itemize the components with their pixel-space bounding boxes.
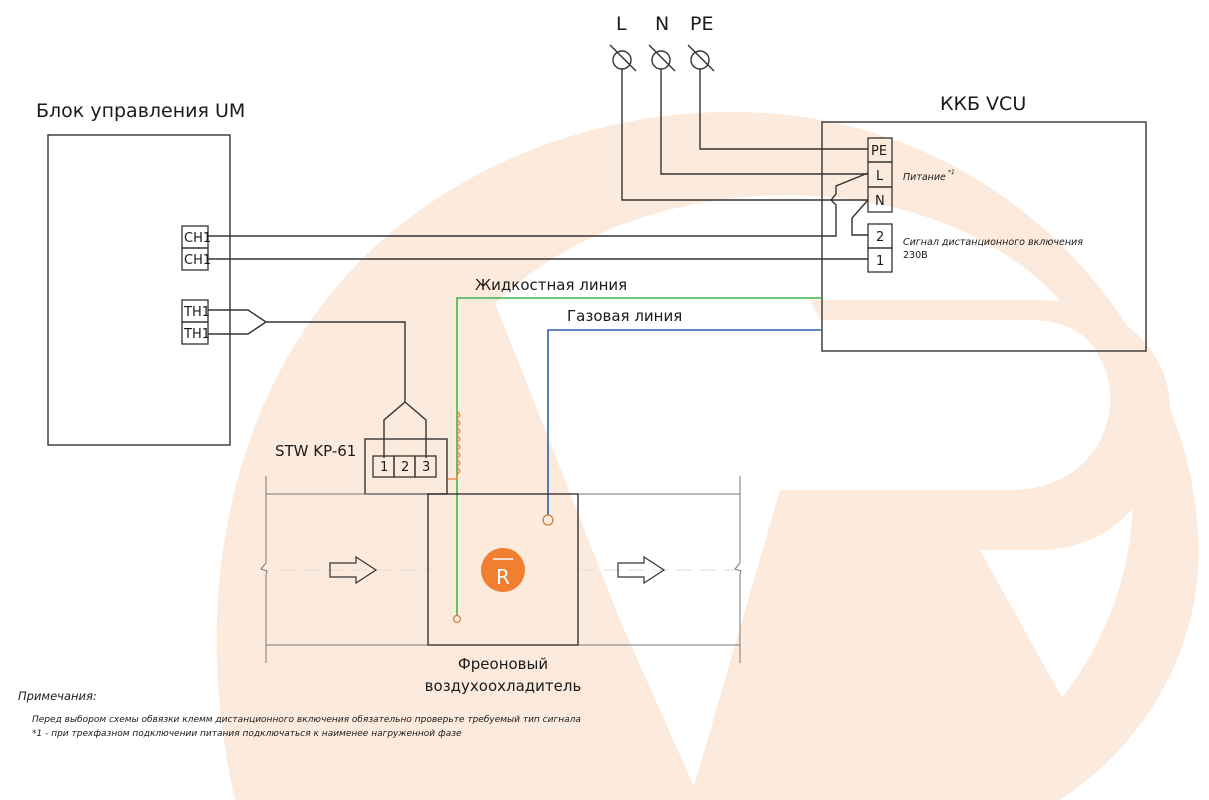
- brand-badge-icon: R: [481, 548, 525, 592]
- airflow-in-arrow-icon: [329, 555, 378, 585]
- power-wires: [621, 69, 868, 201]
- note-item-2: *1 - при трехфазном подключении питания …: [32, 729, 462, 739]
- watermark-v-left: [300, 290, 700, 800]
- terminal-th1-b-label: TH1: [183, 327, 210, 342]
- liquid-connection-port: [452, 614, 462, 624]
- vcu-terminals: PE L N 2 1: [867, 137, 893, 273]
- wire-l-supply: [621, 69, 868, 201]
- terminal-ch1-a-label: CH1: [184, 231, 211, 246]
- thermostat-terminal-1-label: 1: [380, 460, 388, 475]
- vcu-terminal-n-label: N: [875, 194, 885, 209]
- watermark-ring: [216, 111, 1199, 800]
- vcu-terminal-pe-label: PE: [871, 144, 887, 159]
- vcu-terminal-1-label: 1: [876, 254, 884, 269]
- note-item-1: Перед выбором схемы обвязки клемм дистан…: [32, 715, 581, 725]
- supply-terminals: L N PE: [609, 13, 715, 72]
- duct-break-left: [260, 476, 268, 663]
- air-cooler-title-1: Фреоновый: [458, 655, 548, 673]
- brand-badge-letter: R: [496, 565, 510, 589]
- vcu-title: ККБ VCU: [940, 93, 1026, 115]
- power-footnote: *1: [948, 169, 955, 176]
- gas-connection-port: [542, 514, 554, 526]
- vcu-terminal-l-label: L: [876, 169, 884, 184]
- terminal-ch1-b-label: CH1: [184, 253, 211, 268]
- vcu-terminal-1[interactable]: [867, 247, 893, 273]
- wire-th1-pair: [208, 309, 268, 335]
- vcu-terminal-n[interactable]: [867, 186, 893, 213]
- wire-n-supply: [660, 69, 868, 175]
- wire-n-to-2: [851, 199, 869, 236]
- control-unit-terminals: CH1 CH1 TH1 TH1: [181, 225, 211, 345]
- liquid-line-label: Жидкостная линия: [475, 276, 627, 294]
- air-cooler-box: [427, 493, 579, 646]
- notes-heading: Примечания:: [18, 689, 97, 703]
- signal-voltage: 230В: [903, 250, 928, 261]
- control-unit-box: [47, 134, 231, 446]
- airflow-out-arrow-icon: [617, 555, 666, 585]
- gas-line-label: Газовая линия: [567, 307, 682, 325]
- duct-break-right: [734, 476, 742, 663]
- supply-terminal-n-icon[interactable]: [648, 44, 676, 72]
- capillary-coil: [447, 410, 461, 480]
- wire-th1-to-stw-3: [404, 401, 427, 458]
- terminal-th1-a-label: TH1: [183, 305, 210, 320]
- supply-label-n: N: [655, 13, 669, 35]
- thermostat-terminal-3-label: 3: [422, 460, 430, 475]
- terminal-th1-b[interactable]: [181, 321, 209, 345]
- vcu-terminal-2-label: 2: [876, 230, 884, 245]
- wire-pe: [699, 69, 868, 150]
- power-label: Питание: [903, 172, 946, 183]
- thermostat-title: STW KP-61: [275, 442, 356, 460]
- control-unit-title: Блок управления UM: [36, 100, 245, 122]
- liquid-line: [456, 297, 822, 616]
- signal-label: Сигнал дистанционного включения: [903, 237, 1083, 248]
- thermostat-terminal-3[interactable]: [414, 455, 437, 478]
- wire-ch1-to-l: [208, 172, 869, 237]
- gas-line: [547, 329, 822, 515]
- thermostat-terminals: 1 2 3: [372, 455, 437, 478]
- watermark-r-stem: [690, 300, 1170, 800]
- supply-label-pe: PE: [690, 13, 713, 35]
- supply-terminal-pe-icon[interactable]: [687, 44, 715, 72]
- air-cooler-title-2: воздухоохладитель: [425, 677, 582, 695]
- supply-label-l: L: [616, 13, 627, 35]
- supply-terminal-l-icon[interactable]: [609, 44, 637, 72]
- thermostat-terminal-2-label: 2: [401, 460, 409, 475]
- vcu-box: [821, 121, 1147, 352]
- watermark-logo: [216, 111, 1199, 800]
